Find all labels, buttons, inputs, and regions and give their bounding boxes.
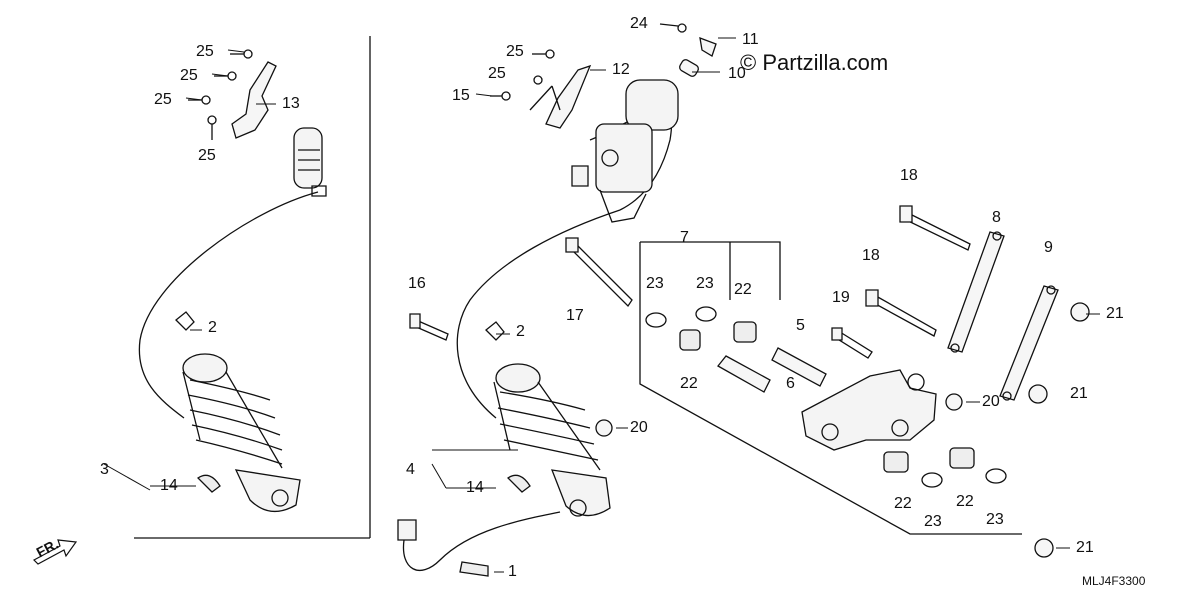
callout-4: 4 bbox=[406, 461, 415, 478]
diagram-code: MLJ4F3300 bbox=[1082, 574, 1146, 588]
callout-16: 16 bbox=[408, 275, 426, 292]
bearings-seals bbox=[646, 307, 1006, 487]
callout-22: 22 bbox=[894, 495, 912, 512]
callout-9: 9 bbox=[1044, 239, 1053, 256]
callout-15: 15 bbox=[452, 87, 470, 104]
front-direction-arrow-icon bbox=[34, 540, 76, 564]
callout-21: 21 bbox=[1076, 539, 1094, 556]
callout-23: 23 bbox=[696, 275, 714, 292]
clamp-14-center bbox=[508, 475, 530, 492]
callout-20: 20 bbox=[630, 419, 648, 436]
leader-lines bbox=[104, 38, 1100, 572]
callout-2: 2 bbox=[208, 319, 217, 336]
bolts bbox=[410, 206, 970, 358]
clamp-14-left bbox=[198, 475, 220, 492]
callout-22: 22 bbox=[956, 493, 974, 510]
bracket-13 bbox=[188, 50, 276, 140]
callout-18: 18 bbox=[862, 247, 880, 264]
callout-11: 11 bbox=[742, 31, 759, 48]
callout-1: 1 bbox=[508, 563, 517, 580]
callout-14: 14 bbox=[466, 479, 484, 496]
callout-25: 25 bbox=[488, 65, 506, 82]
watermark: © Partzilla.com bbox=[740, 50, 889, 75]
callout-22: 22 bbox=[680, 375, 698, 392]
clip-1 bbox=[460, 562, 488, 576]
rear-shock-center bbox=[398, 108, 672, 570]
callout-25: 25 bbox=[196, 43, 214, 60]
callout-2: 2 bbox=[516, 323, 525, 340]
rear-shock-left bbox=[139, 128, 326, 511]
callout-25: 25 bbox=[506, 43, 524, 60]
callout-6: 6 bbox=[786, 375, 795, 392]
callout-24: 24 bbox=[630, 15, 648, 32]
callout-5: 5 bbox=[796, 317, 805, 334]
bracket-12 bbox=[490, 50, 590, 128]
callout-25: 25 bbox=[180, 67, 198, 84]
callout-21: 21 bbox=[1070, 385, 1088, 402]
callout-8: 8 bbox=[992, 209, 1001, 226]
callout-25: 25 bbox=[154, 91, 172, 108]
shock-arm bbox=[802, 370, 936, 450]
callout-7: 7 bbox=[680, 229, 689, 246]
callout-10: 10 bbox=[728, 65, 746, 82]
callout-13: 13 bbox=[282, 95, 300, 112]
group-7-line-b bbox=[640, 242, 780, 300]
callout-3: 3 bbox=[100, 461, 109, 478]
clip-11 bbox=[660, 24, 716, 78]
callout-21: 21 bbox=[1106, 305, 1124, 322]
nuts bbox=[596, 303, 1089, 557]
group-7-line-a bbox=[640, 242, 1022, 534]
callout-23: 23 bbox=[986, 511, 1004, 528]
callout-18: 18 bbox=[900, 167, 918, 184]
callout-23: 23 bbox=[646, 275, 664, 292]
callout-12: 12 bbox=[612, 61, 630, 78]
collars bbox=[718, 348, 826, 392]
link-rods bbox=[948, 232, 1058, 400]
callout-20: 20 bbox=[982, 393, 1000, 410]
callout-19: 19 bbox=[832, 289, 850, 306]
callout-14: 14 bbox=[160, 477, 178, 494]
callout-25: 25 bbox=[198, 147, 216, 164]
callout-17: 17 bbox=[566, 307, 584, 324]
callout-22: 22 bbox=[734, 281, 752, 298]
callout-23: 23 bbox=[924, 513, 942, 530]
preload-adjuster bbox=[572, 80, 678, 222]
